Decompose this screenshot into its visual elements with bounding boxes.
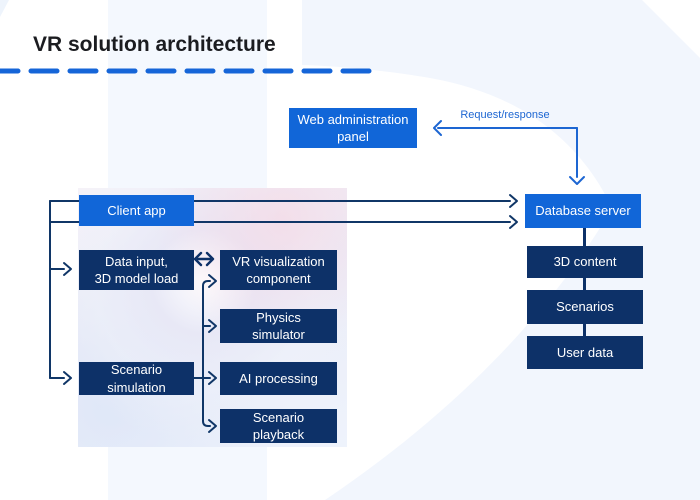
node-label: Client app xyxy=(107,202,166,218)
node-label: User data xyxy=(556,344,614,360)
corner-shape xyxy=(0,0,9,17)
arrow-right-icon xyxy=(208,419,217,433)
arrow-right-icon xyxy=(509,215,518,229)
arrow-right-icon xyxy=(509,194,518,208)
arrow-right-icon xyxy=(208,319,217,333)
edge-label-request-response: Request/response xyxy=(460,109,550,121)
node-vr-visualization-component: VR visualization component xyxy=(220,250,337,290)
edge-middle-trunk xyxy=(202,280,211,427)
node-label: Database server xyxy=(535,203,631,219)
node-label: Web administration panel xyxy=(297,111,409,145)
node-scenario-playback: Scenario playback xyxy=(220,409,337,443)
arrow-right-icon xyxy=(208,274,217,288)
node-label: 3D content xyxy=(553,254,617,270)
arrow-right-icon xyxy=(63,371,72,385)
node-3d-content: 3D content xyxy=(527,246,643,278)
arrow-left-icon xyxy=(433,120,442,136)
node-label: Scenarios xyxy=(556,299,614,315)
node-label: Scenario simulation xyxy=(107,362,166,395)
arrow-down-icon xyxy=(569,176,585,185)
node-data-input: Data input, 3D model load xyxy=(79,250,194,290)
node-label: Physics simulator xyxy=(252,309,305,343)
node-label: VR visualization component xyxy=(232,253,325,287)
node-label: Scenario playback xyxy=(252,409,305,443)
node-label: AI processing xyxy=(239,370,318,386)
node-scenarios: Scenarios xyxy=(527,290,643,324)
node-ai-processing: AI processing xyxy=(220,362,337,395)
node-database-server: Database server xyxy=(525,194,641,228)
node-label: Data input, 3D model load xyxy=(94,253,179,287)
background-blob xyxy=(302,0,700,500)
arrow-right-icon xyxy=(63,262,72,276)
double-arrow-icon xyxy=(193,251,215,267)
node-web-administration-panel: Web administration panel xyxy=(289,108,417,148)
node-client-app: Client app xyxy=(79,195,194,226)
node-scenario-simulation: Scenario simulation xyxy=(79,362,194,395)
node-physics-simulator: Physics simulator xyxy=(220,309,337,343)
page-title: VR solution architecture xyxy=(33,33,276,56)
node-user-data: User data xyxy=(527,336,643,369)
arrow-right-icon xyxy=(208,371,217,385)
